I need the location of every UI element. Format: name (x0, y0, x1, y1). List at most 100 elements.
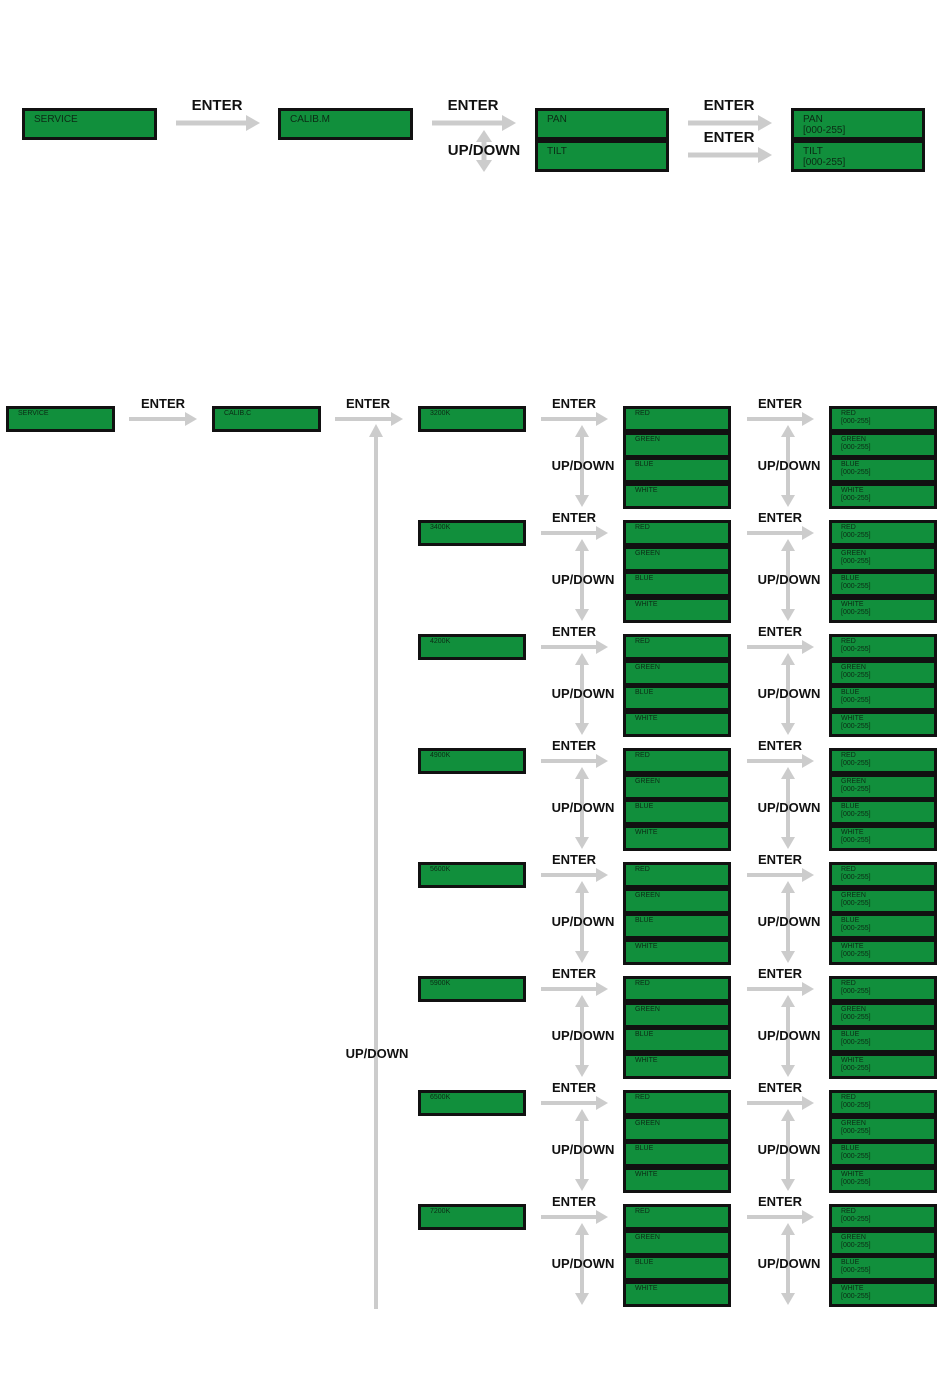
tilt-value-box: TILT[000-255] (791, 140, 925, 172)
channel-value-box-range: [000-255] (841, 608, 871, 616)
channel-value-box: BLUE[000-255] (829, 457, 937, 483)
channel-value-box-label: WHITE (841, 1056, 864, 1064)
enter-label: ENTER (757, 852, 803, 867)
channel-value-box: WHITE[000-255] (829, 1166, 937, 1193)
channel-value-box-range: [000-255] (841, 1153, 871, 1160)
tilt-value-box-range: [000-255] (803, 157, 846, 168)
updown-label: UP/DOWN (757, 914, 821, 929)
channel-box: GREEN (623, 1229, 731, 1256)
channel-box-label: GREEN (635, 1005, 660, 1013)
enter-label: ENTER (191, 97, 243, 114)
pan-box-label: PAN (547, 114, 567, 125)
channel-value-box-label: GREEN (841, 549, 866, 557)
updown-label: UP/DOWN (551, 686, 615, 701)
arrow-up-down-icon (369, 424, 383, 1309)
temperature-box-label: 4200K (430, 638, 451, 645)
channel-value-box: RED[000-255] (829, 976, 937, 1002)
arrow-up-down-icon (781, 995, 795, 1077)
channel-box: RED (623, 1204, 731, 1230)
channel-box: GREEN (623, 773, 731, 800)
channel-value-box-range: [000-255] (841, 1127, 871, 1135)
temperature-box: 3200K (418, 406, 526, 432)
arrow-right-icon (688, 115, 772, 131)
arrow-right-icon (432, 115, 516, 131)
channel-value-box-range: [000-255] (841, 1064, 871, 1072)
channel-value-box-range: [000-255] (841, 760, 871, 767)
channel-box: BLUE (623, 1141, 731, 1167)
channel-value-box-label: BLUE (841, 461, 860, 468)
enter-label: ENTER (551, 624, 597, 639)
channel-value-box-range: [000-255] (841, 1178, 871, 1186)
calib-m-box-label: CALIB.M (290, 114, 331, 125)
channel-value-box: WHITE[000-255] (829, 710, 937, 737)
channel-value-box: BLUE[000-255] (829, 571, 937, 597)
channel-value-box-label: WHITE (841, 714, 864, 722)
channel-value-box-range: [000-255] (841, 646, 871, 653)
channel-box-label: GREEN (635, 1119, 660, 1127)
channel-value-box-label: GREEN (841, 891, 866, 899)
channel-box: WHITE (623, 710, 731, 737)
channel-box-label: GREEN (635, 549, 660, 557)
channel-value-box-range: [000-255] (841, 418, 871, 425)
updown-label: UP/DOWN (345, 1046, 409, 1061)
channel-box: BLUE (623, 799, 731, 825)
channel-value-box: RED[000-255] (829, 406, 937, 432)
channel-box-label: WHITE (635, 714, 658, 722)
pan-value-box-label: PAN (803, 114, 823, 125)
arrow-up-down-icon (575, 1109, 589, 1191)
channel-box-label: BLUE (635, 461, 654, 468)
arrow-up-down-icon (781, 1223, 795, 1305)
updown-label: UP/DOWN (757, 572, 821, 587)
channel-box: GREEN (623, 887, 731, 914)
channel-box: BLUE (623, 1027, 731, 1053)
enter-label: ENTER (703, 129, 755, 146)
channel-box: RED (623, 1090, 731, 1116)
channel-value-box: GREEN[000-255] (829, 545, 937, 572)
channel-value-box-range: [000-255] (841, 494, 871, 502)
channel-box-label: GREEN (635, 435, 660, 443)
channel-box-label: WHITE (635, 600, 658, 608)
enter-label: ENTER (551, 966, 597, 981)
channel-box-label: RED (635, 524, 650, 531)
channel-box: WHITE (623, 1280, 731, 1307)
arrow-right-icon (129, 412, 197, 426)
channel-value-box: WHITE[000-255] (829, 482, 937, 509)
arrow-right-icon (541, 1210, 608, 1224)
channel-box: WHITE (623, 1166, 731, 1193)
pan-value-box: PAN[000-255] (791, 108, 925, 140)
channel-value-box-label: GREEN (841, 1119, 866, 1127)
channel-value-box-label: WHITE (841, 600, 864, 608)
channel-value-box-label: WHITE (841, 828, 864, 836)
arrow-up-down-icon (781, 425, 795, 507)
channel-value-box-label: GREEN (841, 663, 866, 671)
channel-value-box: RED[000-255] (829, 1204, 937, 1230)
arrow-right-icon (541, 640, 608, 654)
arrow-up-down-icon (575, 881, 589, 963)
enter-label: ENTER (551, 1194, 597, 1209)
tilt-value-box-label: TILT (803, 146, 823, 157)
arrow-right-icon (541, 754, 608, 768)
channel-value-box: GREEN[000-255] (829, 1229, 937, 1256)
channel-value-box-range: [000-255] (841, 1102, 871, 1109)
channel-box-label: WHITE (635, 486, 658, 494)
channel-box-label: WHITE (635, 828, 658, 836)
channel-value-box-label: BLUE (841, 803, 860, 810)
channel-value-box-label: GREEN (841, 1005, 866, 1013)
enter-label: ENTER (551, 738, 597, 753)
channel-value-box-label: WHITE (841, 1284, 864, 1292)
arrow-right-icon (747, 640, 814, 654)
channel-value-box-range: [000-255] (841, 1216, 871, 1223)
channel-box: GREEN (623, 545, 731, 572)
updown-label: UP/DOWN (757, 458, 821, 473)
channel-value-box-label: WHITE (841, 1170, 864, 1178)
arrow-right-icon (176, 115, 260, 131)
service-box: SERVICE (22, 108, 157, 140)
channel-value-box-label: RED (841, 524, 856, 531)
channel-box: BLUE (623, 1255, 731, 1281)
channel-box: WHITE (623, 824, 731, 851)
channel-box-label: GREEN (635, 777, 660, 785)
channel-box: WHITE (623, 482, 731, 509)
arrow-right-icon (688, 147, 772, 163)
channel-value-box-range: [000-255] (841, 443, 871, 451)
